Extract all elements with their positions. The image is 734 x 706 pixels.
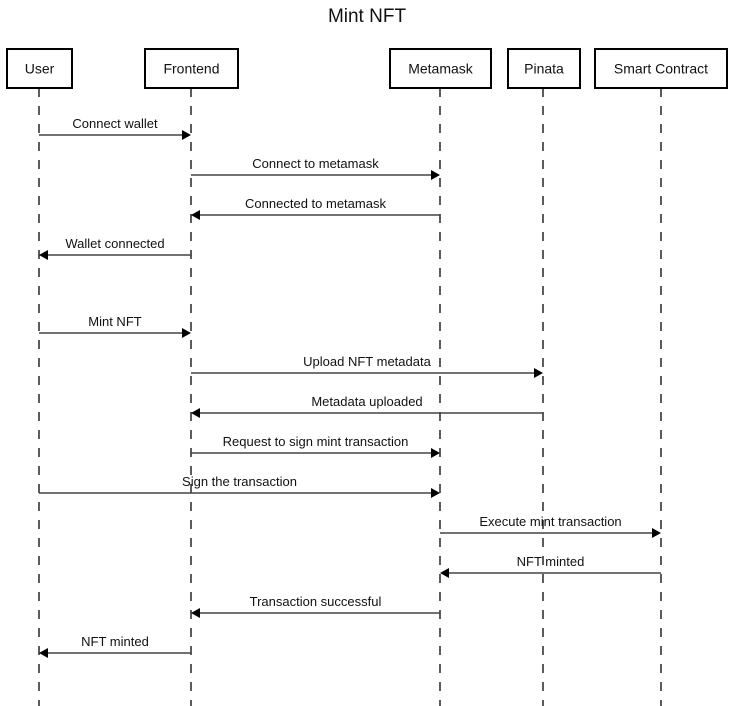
message-arrowhead-2 <box>431 170 440 180</box>
message-7: Metadata uploaded <box>191 394 543 418</box>
message-label-11: NFT minted <box>517 554 585 569</box>
message-arrowhead-7 <box>191 408 200 418</box>
message-label-1: Connect wallet <box>72 116 158 131</box>
message-arrowhead-1 <box>182 130 191 140</box>
participant-pinata[interactable]: Pinata <box>507 48 581 89</box>
message-arrowhead-6 <box>534 368 543 378</box>
message-label-13: NFT minted <box>81 634 149 649</box>
message-label-2: Connect to metamask <box>252 156 379 171</box>
page-title: Mint NFT <box>328 6 407 27</box>
participant-box-frontend[interactable] <box>144 48 239 89</box>
message-arrowhead-11 <box>440 568 449 578</box>
message-label-7: Metadata uploaded <box>311 394 422 409</box>
participant-label-user: User <box>25 61 55 77</box>
message-label-5: Mint NFT <box>88 314 142 329</box>
message-8: Request to sign mint transaction <box>191 434 440 458</box>
participant-label-pinata: Pinata <box>524 61 564 77</box>
participants-layer: User Frontend Metamask Pinata Smart Contract <box>6 48 728 89</box>
message-arrowhead-4 <box>39 250 48 260</box>
message-3: Connected to metamask <box>191 196 440 220</box>
message-1: Connect wallet <box>39 116 191 140</box>
participant-box-pinata[interactable] <box>507 48 581 89</box>
message-label-8: Request to sign mint transaction <box>223 434 409 449</box>
message-12: Transaction successful <box>191 594 440 618</box>
message-arrowhead-10 <box>652 528 661 538</box>
participant-label-frontend: Frontend <box>163 61 219 77</box>
message-label-12: Transaction successful <box>250 594 382 609</box>
participant-box-smartcontract[interactable] <box>594 48 728 89</box>
participant-frontend[interactable]: Frontend <box>144 48 239 89</box>
message-arrowhead-13 <box>39 648 48 658</box>
message-13: NFT minted <box>39 634 191 658</box>
message-arrowhead-3 <box>191 210 200 220</box>
message-label-9: Sign the transaction <box>182 474 297 489</box>
participant-box-metamask[interactable] <box>389 48 492 89</box>
participant-user[interactable]: User <box>6 48 73 89</box>
message-5: Mint NFT <box>39 314 191 338</box>
message-arrowhead-9 <box>431 488 440 498</box>
message-6: Upload NFT metadata <box>191 354 543 378</box>
participant-label-smartcontract: Smart Contract <box>614 61 708 77</box>
message-arrowhead-8 <box>431 448 440 458</box>
message-label-10: Execute mint transaction <box>479 514 621 529</box>
message-label-6: Upload NFT metadata <box>303 354 431 369</box>
message-arrowhead-12 <box>191 608 200 618</box>
message-label-3: Connected to metamask <box>245 196 386 211</box>
message-11: NFT minted <box>440 554 661 578</box>
message-arrowhead-5 <box>182 328 191 338</box>
participant-label-metamask: Metamask <box>408 61 474 77</box>
message-2: Connect to metamask <box>191 156 440 180</box>
participant-smartcontract[interactable]: Smart Contract <box>594 48 728 89</box>
participant-metamask[interactable]: Metamask <box>389 48 492 89</box>
message-4: Wallet connected <box>39 236 191 260</box>
participant-box-user[interactable] <box>6 48 73 89</box>
message-9: Sign the transaction <box>39 474 440 498</box>
message-label-4: Wallet connected <box>65 236 164 251</box>
lifelines-layer <box>38 88 662 706</box>
message-10: Execute mint transaction <box>440 514 661 538</box>
